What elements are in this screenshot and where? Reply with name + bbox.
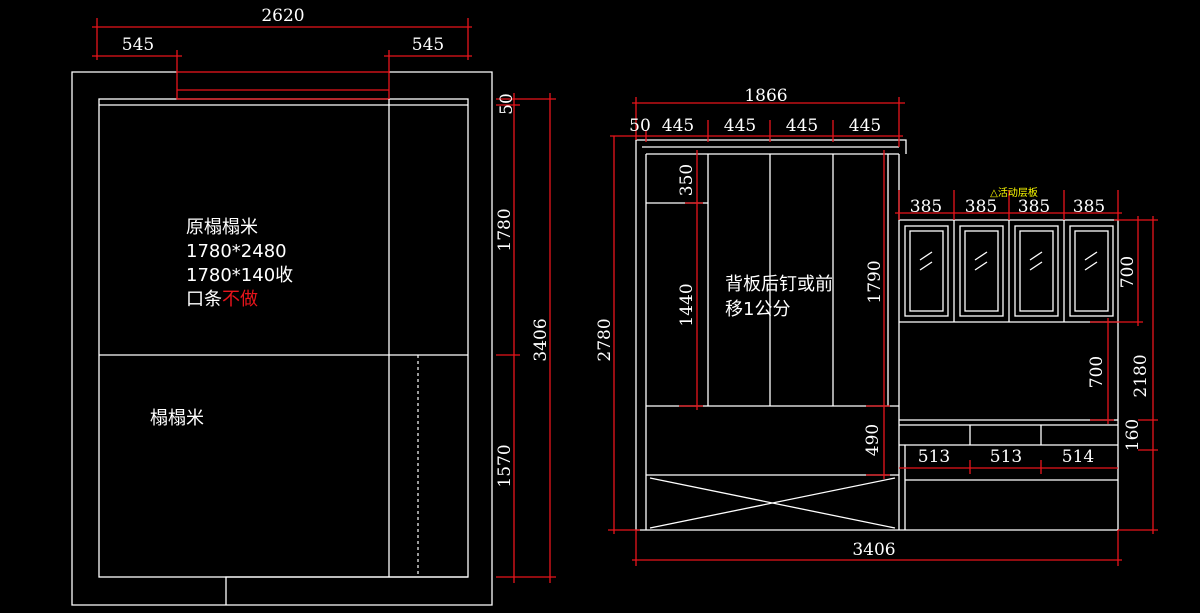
- dim-3406-bottom: 3406: [852, 540, 895, 560]
- plan-outer-wall: [71, 71, 493, 606]
- dim-490: 490: [863, 424, 883, 456]
- dim-445-a: 445: [662, 116, 694, 136]
- dim-1570: 1570: [495, 444, 515, 487]
- dim-513-b: 513: [990, 447, 1022, 467]
- note-trim-strip: 口条: [186, 289, 222, 310]
- dim-385-b: 385: [965, 197, 997, 217]
- dim-50: 50: [497, 93, 517, 115]
- dim-1440: 1440: [677, 283, 697, 326]
- note-size-2: 1780*140收: [186, 265, 293, 286]
- glass-door-4: [1069, 225, 1114, 317]
- dim-545-right: 545: [412, 35, 444, 55]
- glass-door-1: [904, 225, 949, 317]
- dim-445-c: 445: [786, 116, 818, 136]
- plan-bottom-step: [225, 576, 468, 605]
- left-floor-plan: 2620 545 545 50 1780 1570 3406 原榻榻米 1780…: [71, 6, 556, 606]
- dim-514: 514: [1062, 447, 1094, 467]
- note-not-made: 不做: [222, 289, 258, 310]
- dim-160: 160: [1123, 419, 1143, 451]
- dim-2620: 2620: [261, 6, 304, 26]
- dim-1790: 1790: [865, 260, 885, 303]
- right-elevation: 1866 50 445 445 445 445 2780 350 1440 17…: [595, 86, 1158, 566]
- dim-1780: 1780: [495, 208, 515, 251]
- dim-445-b: 445: [724, 116, 756, 136]
- note-back-panel-2: 移1公分: [725, 299, 790, 320]
- glass-door-2: [959, 225, 1004, 317]
- dim-700-mid: 700: [1087, 356, 1107, 388]
- dim-385-d: 385: [1073, 197, 1105, 217]
- tall-cabinet-outline: [635, 139, 907, 530]
- dim-545-left: 545: [122, 35, 154, 55]
- dim-385-a: 385: [910, 197, 942, 217]
- dim-1866: 1866: [744, 86, 787, 106]
- note-line4: 口条不做: [186, 289, 258, 310]
- dim-2780: 2780: [595, 318, 615, 361]
- dim-350: 350: [677, 164, 697, 196]
- dim-50-right: 50: [629, 116, 651, 136]
- dim-2180: 2180: [1131, 354, 1151, 397]
- note-size-1: 1780*2480: [186, 241, 287, 262]
- plan-inner-room: [98, 98, 469, 578]
- glass-door-3: [1014, 225, 1059, 317]
- note-tatami: 榻榻米: [150, 408, 204, 429]
- window-opening: [176, 71, 390, 100]
- dim-513-a: 513: [918, 447, 950, 467]
- dim-3406-vertical: 3406: [531, 318, 551, 361]
- note-original-tatami: 原榻榻米: [186, 217, 258, 238]
- dim-700-top: 700: [1118, 256, 1138, 288]
- note-back-panel-1: 背板后钉或前: [725, 274, 833, 295]
- dim-385-c: 385: [1018, 197, 1050, 217]
- dim-445-d: 445: [849, 116, 881, 136]
- bottom-x-2: [649, 477, 896, 529]
- shelf-note: △活动层板: [990, 186, 1038, 199]
